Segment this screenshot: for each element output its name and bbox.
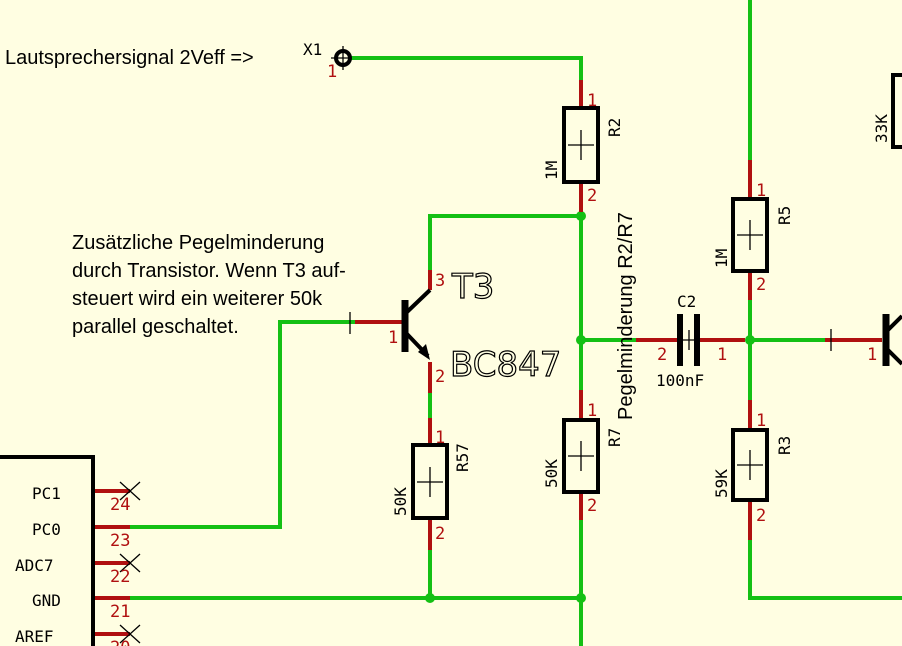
pin-number: 1 [756, 411, 766, 431]
resistor-name: R2 [605, 118, 624, 137]
divider-note: Pegelminderung R2/R7 [615, 212, 637, 420]
resistor-name: R3 [775, 436, 794, 455]
transistor-value: BC847 [450, 345, 561, 385]
transistor-name: T3 [451, 267, 494, 307]
resistor-value: 1M [712, 249, 731, 268]
junctions [425, 211, 755, 603]
svg-text:21: 21 [110, 602, 130, 622]
pin-number: 2 [587, 186, 597, 206]
resistor-33k[interactable]: 33K [872, 73, 902, 149]
pin-number: 2 [587, 496, 597, 516]
resistor-name: R7 [605, 428, 624, 447]
transistor-note: Zusätzliche Pegelminderung durch Transis… [72, 232, 346, 338]
svg-text:ADC7: ADC7 [15, 556, 54, 575]
svg-text:22: 22 [110, 567, 130, 587]
pin-number: 1 [435, 428, 445, 448]
pin-number: 2 [756, 506, 766, 526]
pin-number: 2 [435, 367, 445, 387]
resistor-value: 1M [542, 161, 561, 180]
ic-pin-aref: AREF 20 [15, 624, 141, 646]
resistor-name: R57 [453, 443, 472, 472]
pin-number: 1 [867, 345, 877, 365]
resistor-value: 33K [872, 114, 891, 143]
resistor-r7[interactable]: 1 2 R7 50K [542, 390, 624, 520]
resistor-r5[interactable]: 1 2 R5 1M [712, 160, 794, 300]
resistor-value: 59K [712, 469, 731, 498]
svg-text:GND: GND [32, 591, 61, 610]
pin-number: 1 [587, 401, 597, 421]
capacitor-value: 100nF [656, 371, 704, 390]
svg-text:PC1: PC1 [32, 484, 61, 503]
ic-pin-pc1: PC1 24 [32, 481, 141, 515]
svg-text:parallel geschaltet.: parallel geschaltet. [72, 316, 239, 338]
capacitor-name: C2 [677, 292, 696, 311]
connector-x1[interactable]: X1 1 [303, 40, 352, 82]
pin-number: 1 [756, 181, 766, 201]
transistor-right[interactable]: 1 [825, 314, 902, 366]
pin-number: 1 [717, 345, 727, 365]
pin-number: 2 [435, 524, 445, 544]
pin-number: 2 [657, 345, 667, 365]
capacitor-c2[interactable]: 2 1 C2 100nF [636, 292, 745, 390]
resistor-name: R5 [775, 206, 794, 225]
svg-text:durch Transistor. Wenn T3 auf-: durch Transistor. Wenn T3 auf- [72, 260, 346, 282]
svg-text:PC0: PC0 [32, 520, 61, 539]
svg-text:Zusätzliche Pegelminderung: Zusätzliche Pegelminderung [72, 232, 324, 254]
svg-text:steuert wird ein weiterer 50k: steuert wird ein weiterer 50k [72, 288, 323, 310]
connector-name: X1 [303, 40, 322, 59]
resistor-value: 50K [391, 487, 410, 516]
ic-pin-adc7: ADC7 22 [15, 553, 141, 587]
pin-number: 3 [435, 271, 445, 291]
pin-number: 1 [388, 328, 398, 348]
svg-text:24: 24 [110, 495, 130, 515]
wires [128, 0, 902, 646]
svg-text:20: 20 [110, 638, 130, 646]
resistor-r3[interactable]: 1 2 R3 59K [712, 400, 794, 540]
svg-text:23: 23 [110, 531, 130, 551]
resistor-r2[interactable]: 1 2 R2 1M [542, 80, 624, 212]
resistor-r57[interactable]: 1 2 R57 50K [391, 418, 472, 550]
svg-text:AREF: AREF [15, 627, 54, 646]
microcontroller[interactable]: PC1 24 PC0 23 ADC7 22 GND 21 AREF 20 [0, 455, 141, 646]
resistor-value: 50K [542, 459, 561, 488]
input-signal-label: Lautsprechersignal 2Veff => [5, 47, 254, 69]
ic-pin-gnd: GND 21 [32, 591, 130, 622]
transistor-t3[interactable]: 3 1 2 T3 BC847 [349, 266, 562, 393]
pin-number: 2 [756, 275, 766, 295]
pin-number: 1 [587, 91, 597, 111]
pin-number: 1 [327, 62, 337, 82]
ic-pin-pc0: PC0 23 [32, 520, 130, 551]
